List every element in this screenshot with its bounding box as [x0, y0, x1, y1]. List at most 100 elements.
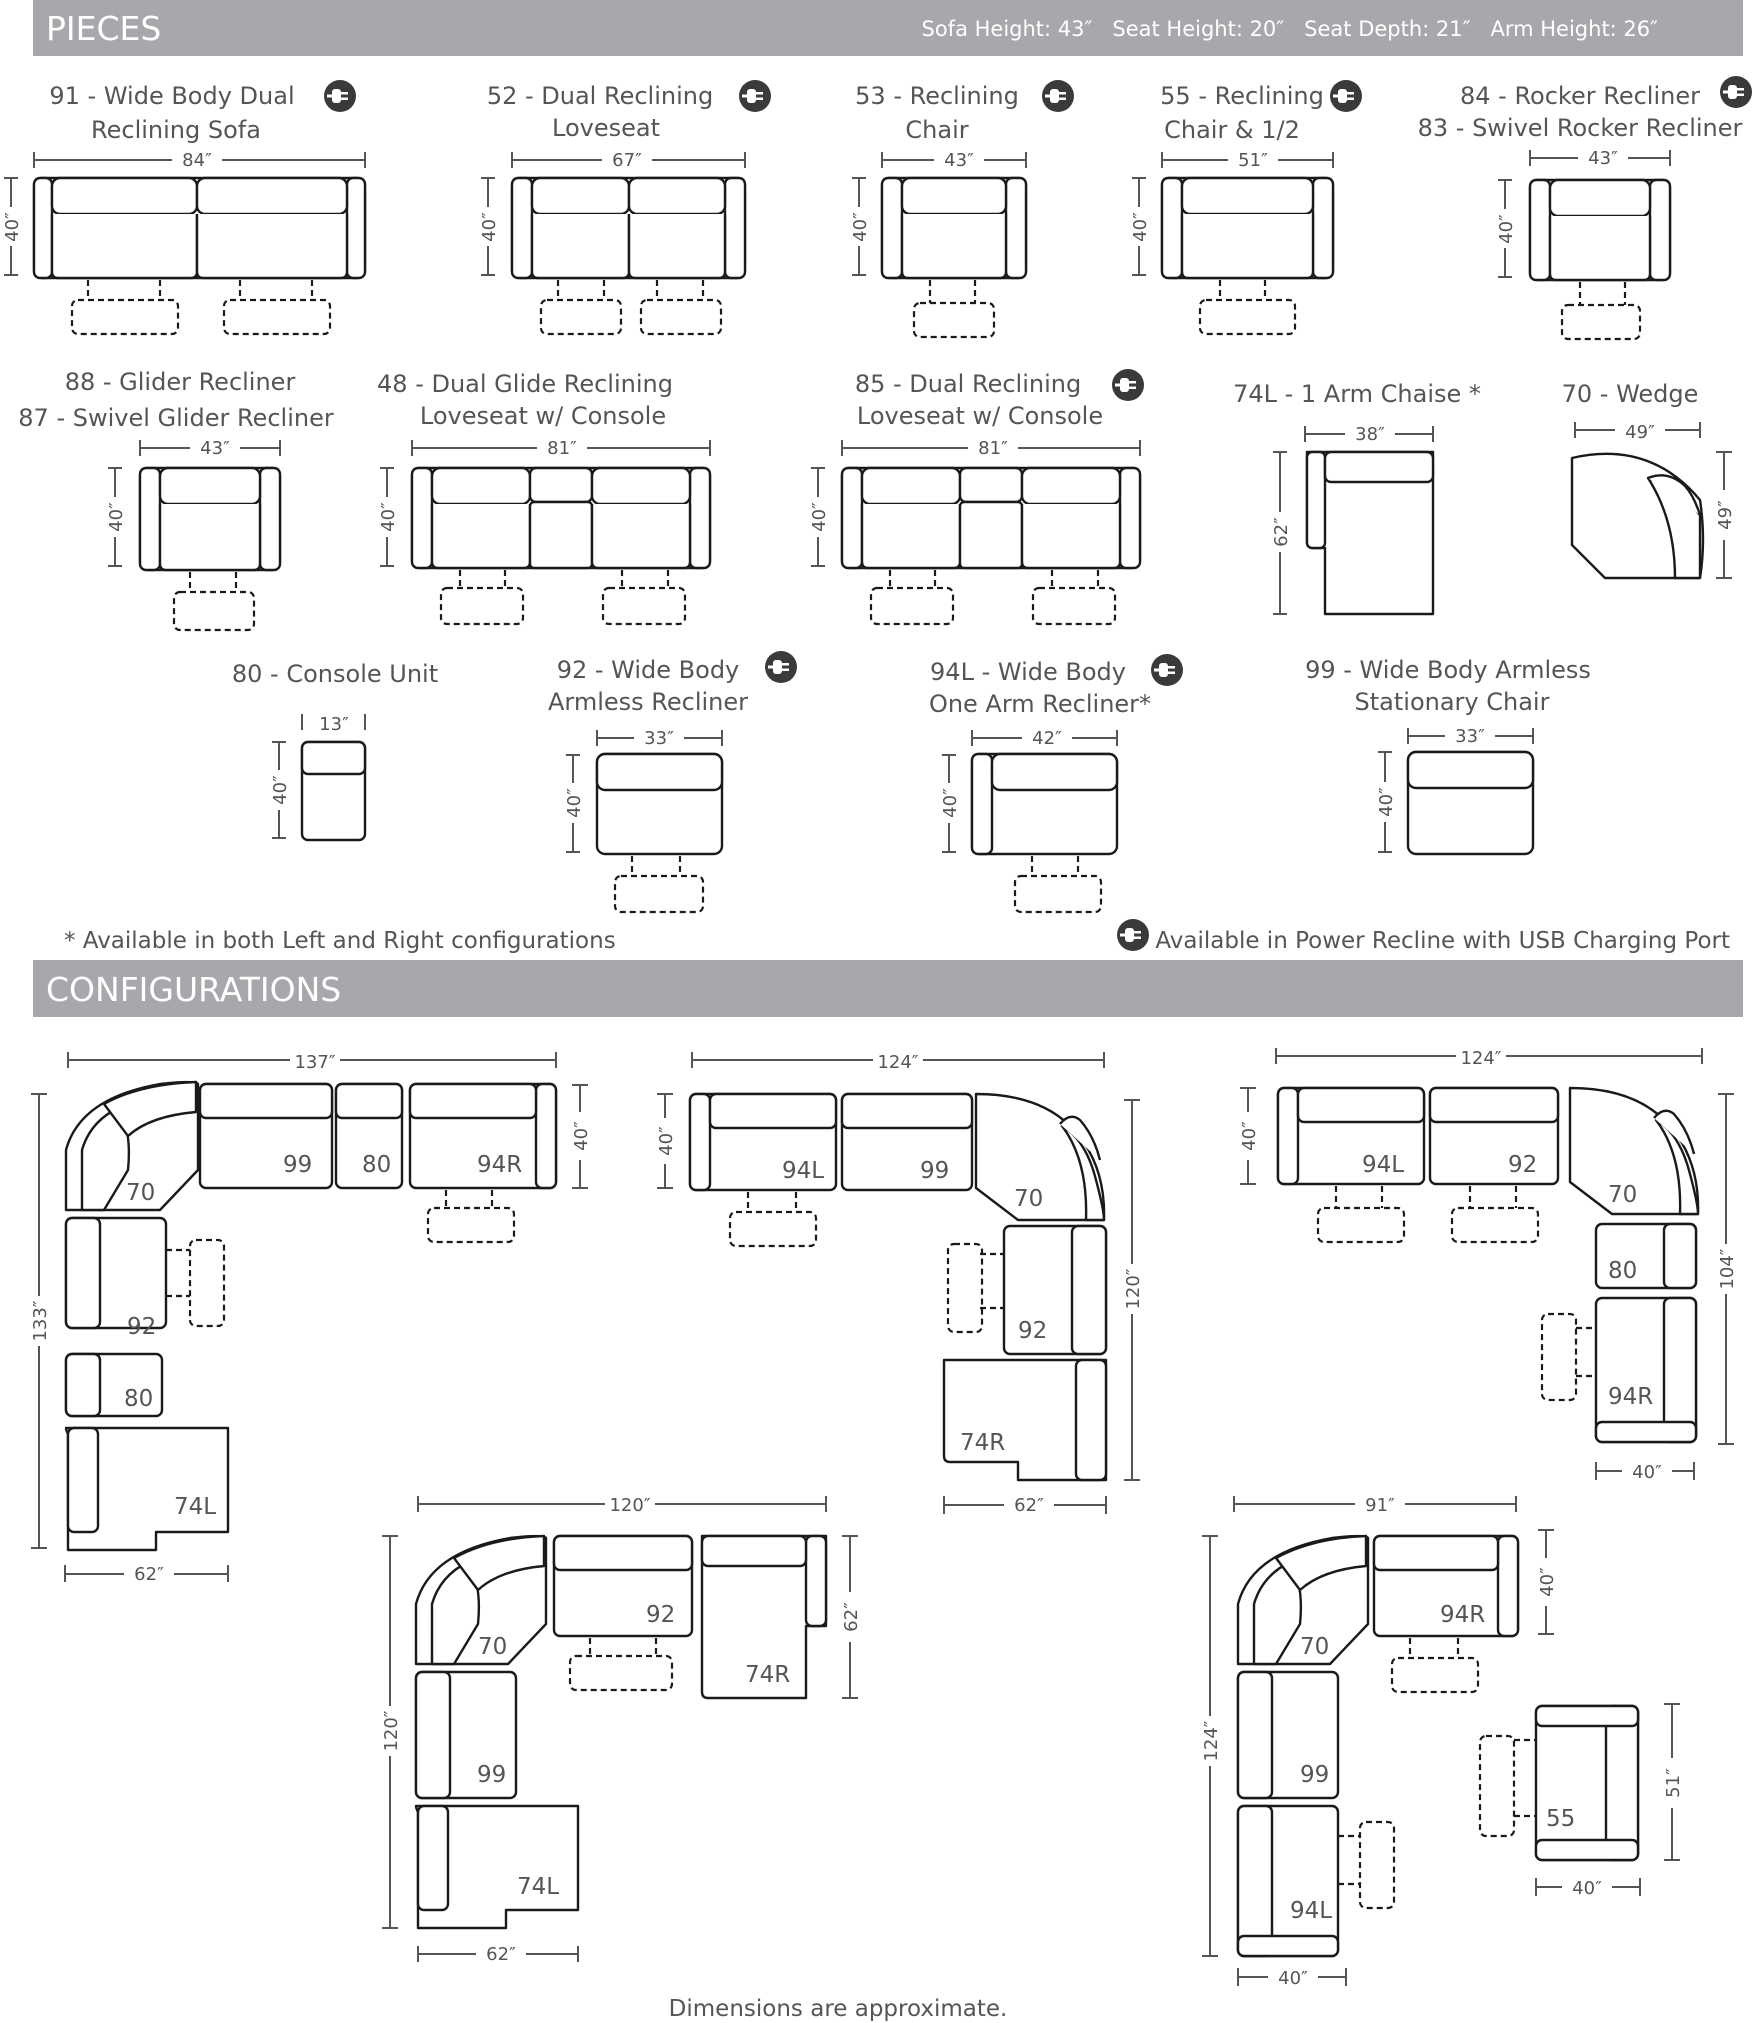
bottom-width-dimension: 40″: [1278, 1968, 1308, 1989]
piece-label: 94L: [782, 1158, 824, 1184]
configurations-title: CONFIGURATIONS: [46, 970, 341, 1009]
lr-configuration-note: * Available in both Left and Right confi…: [64, 928, 616, 954]
piece-subtitle: Stationary Chair: [1355, 688, 1550, 716]
piece-title: 52 - Dual Reclining: [487, 82, 713, 110]
configuration-1: 137″ 133″ 40″ 62″ 70 99 80 94R 92: [30, 1052, 592, 1585]
side-depth-dimension: 104″: [1717, 1248, 1738, 1289]
power-plug-icon: [1151, 654, 1183, 686]
piece-label: 94L: [1362, 1152, 1404, 1178]
configurations-header-band: [33, 960, 1743, 1017]
bottom-width-dimension: 40″: [1632, 1462, 1662, 1483]
right-depth-dimension: 62″: [841, 1602, 862, 1632]
width-dimension: 33″: [1455, 726, 1485, 747]
piece-label: 70: [126, 1180, 155, 1206]
piece-55: 55 - Reclining Chair & 1/2 51″ 40″: [1130, 80, 1362, 336]
width-dimension: 42″: [1032, 728, 1062, 749]
piece-label: 94R: [477, 1152, 522, 1178]
piece-80-console: 80 - Console Unit 13″ 40″: [232, 660, 438, 842]
piece-title: 74L - 1 Arm Chaise *: [1233, 380, 1481, 408]
pieces-title: PIECES: [46, 9, 161, 48]
piece-title: 94L - Wide Body: [930, 658, 1126, 686]
side-depth-dimension: 124″: [1201, 1720, 1222, 1761]
piece-title: 88 - Glider Recliner: [65, 368, 296, 396]
piece-label: 80: [362, 1152, 391, 1178]
piece-label: 99: [1300, 1762, 1329, 1788]
configuration-3: 124″ 40″ 104″ 40″ 94L 92 70 80 94R: [1239, 1048, 1738, 1483]
piece-title: 84 - Rocker Recliner: [1460, 82, 1700, 110]
piece-label: 55: [1546, 1806, 1575, 1832]
power-plug-icon: [739, 80, 771, 112]
top-width-dimension: 124″: [1460, 1048, 1501, 1069]
width-dimension: 43″: [944, 150, 974, 171]
depth-dimension: 40″: [809, 502, 830, 532]
piece-label: 70: [1300, 1634, 1329, 1660]
depth-dimension: 40″: [106, 502, 127, 532]
side-depth-dimension: 120″: [381, 1710, 402, 1751]
configuration-4: 120″ 120″ 62″ 62″ 70 92 74R 99 74L: [381, 1495, 862, 1965]
piece-label: 92: [1508, 1152, 1537, 1178]
piece-subtitle: 87 - Swivel Glider Recliner: [18, 404, 334, 432]
power-plug-icon: [765, 651, 797, 683]
right-depth-dimension: 40″: [571, 1121, 592, 1151]
piece-91: 91 - Wide Body Dual Reclining Sofa 84″ 4…: [2, 80, 367, 336]
width-dimension: 81″: [978, 438, 1008, 459]
power-plug-icon: [1112, 369, 1144, 401]
piece-88-87: 88 - Glider Recliner 87 - Swivel Glider …: [18, 368, 334, 632]
piece-70-wedge: 70 - Wedge 49″ 49″: [1562, 380, 1736, 580]
piece-subtitle: Armless Recliner: [548, 688, 748, 716]
depth-dimension: 40″: [479, 212, 500, 242]
piece-title: 99 - Wide Body Armless: [1305, 656, 1591, 684]
piece-label: 70: [1608, 1182, 1637, 1208]
power-plug-icon: [1117, 919, 1149, 951]
piece-subtitle: Chair & 1/2: [1164, 116, 1300, 144]
width-dimension: 67″: [612, 150, 642, 171]
chair-depth-dimension: 51″: [1663, 1768, 1684, 1798]
top-width-dimension: 124″: [877, 1052, 918, 1073]
piece-74l: 74L - 1 Arm Chaise * 38″ 62″: [1233, 380, 1481, 616]
piece-label: 74R: [745, 1662, 790, 1688]
pieces-header-band: [33, 0, 1743, 56]
power-plug-icon: [1042, 80, 1074, 112]
piece-title: 70 - Wedge: [1562, 380, 1699, 408]
left-depth-dimension: 40″: [656, 1126, 677, 1156]
piece-85: 85 - Dual Reclining Loveseat w/ Console …: [809, 369, 1144, 626]
piece-subtitle: Chair: [905, 116, 968, 144]
width-dimension: 51″: [1238, 150, 1268, 171]
piece-53: 53 - Reclining Chair 43″ 40″: [850, 80, 1074, 339]
power-plug-icon: [1720, 76, 1752, 108]
piece-subtitle: Loveseat w/ Console: [420, 402, 666, 430]
piece-label: 70: [478, 1634, 507, 1660]
piece-84-83: 84 - Rocker Recliner 83 - Swivel Rocker …: [1418, 76, 1752, 341]
piece-99: 99 - Wide Body Armless Stationary Chair …: [1305, 656, 1591, 856]
depth-dimension: 40″: [1496, 214, 1517, 244]
piece-92: 92 - Wide Body Armless Recliner 33″ 40″: [548, 651, 797, 914]
piece-subtitle: Loveseat w/ Console: [857, 402, 1103, 430]
piece-label: 99: [283, 1152, 312, 1178]
top-width-dimension: 120″: [609, 1495, 650, 1516]
piece-label: 92: [127, 1314, 156, 1340]
width-dimension: 38″: [1355, 424, 1385, 445]
piece-label: 80: [124, 1386, 153, 1412]
piece-label: 74L: [174, 1494, 216, 1520]
depth-dimension: 40″: [564, 788, 585, 818]
depth-dimension: 40″: [2, 212, 23, 242]
piece-label: 74L: [517, 1874, 559, 1900]
power-plug-icon: [1330, 80, 1362, 112]
piece-title: 53 - Reclining: [855, 82, 1019, 110]
piece-subtitle: 83 - Swivel Rocker Recliner: [1418, 114, 1743, 142]
piece-subtitle: Reclining Sofa: [91, 116, 261, 144]
width-dimension: 43″: [200, 438, 230, 459]
configuration-5: 91″ 124″ 40″ 40″ 51″ 40″ 70 94R 99 94L: [1201, 1495, 1684, 1989]
piece-label: 70: [1014, 1186, 1043, 1212]
bottom-width-dimension: 62″: [1014, 1495, 1044, 1516]
piece-label: 92: [1018, 1318, 1047, 1344]
width-dimension: 49″: [1625, 422, 1655, 443]
power-plug-icon: [324, 80, 356, 112]
configuration-2: 124″ 40″ 120″ 62″ 94L 99 70 92 74R: [656, 1052, 1144, 1516]
bottom-width-dimension: 62″: [134, 1564, 164, 1585]
piece-48: 48 - Dual Glide Reclining Loveseat w/ Co…: [377, 370, 712, 626]
side-depth-dimension: 120″: [1123, 1268, 1144, 1309]
right-depth-dimension: 40″: [1537, 1567, 1558, 1597]
depth-dimension: 40″: [940, 788, 961, 818]
